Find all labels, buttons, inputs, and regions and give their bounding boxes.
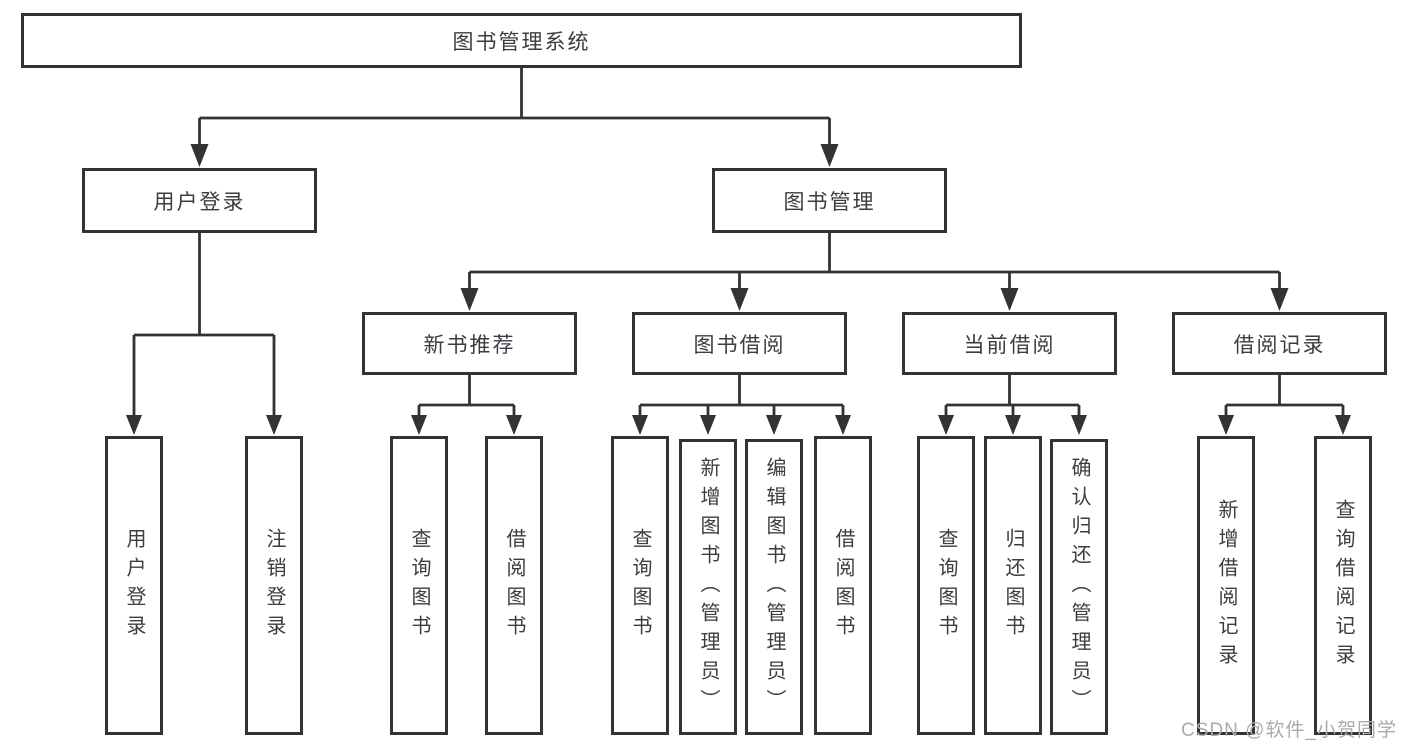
connector-paths [132,68,1345,422]
leaf-edit-books-admin-label: 编辑图书（管理员） [763,456,785,718]
leaf-user-login-label: 用户登录 [123,527,145,644]
node-root: 图书管理系统 [21,13,1022,68]
arrow-icon [266,415,282,435]
leaf-query-books-borrow: 查询图书 [611,436,669,735]
arrow-icon [190,144,209,167]
arrow-icon [411,415,427,435]
arrow-icon [1335,415,1351,435]
arrow-icon [506,415,522,435]
node-book-borrow-label: 图书借阅 [693,333,786,357]
node-root-label: 图书管理系统 [452,30,591,54]
node-user-login: 用户登录 [82,168,317,233]
arrow-icon [1270,288,1289,311]
arrowheads [126,144,1351,435]
leaf-query-books-recommend-label: 查询图书 [408,527,430,644]
leaf-add-books-admin: 新增图书（管理员） [679,439,737,735]
leaf-borrow-books: 借阅图书 [814,436,872,735]
arrow-icon [820,144,839,167]
leaf-logout-login: 注销登录 [245,436,303,735]
arrow-icon [938,415,954,435]
node-book-management: 图书管理 [712,168,947,233]
node-user-login-label: 用户登录 [153,190,246,214]
leaf-borrow-books-label: 借阅图书 [832,527,854,644]
arrow-icon [632,415,648,435]
leaf-return-books: 归还图书 [984,436,1042,735]
leaf-query-borrow-record-label: 查询借阅记录 [1332,498,1354,673]
leaf-borrow-books-recommend-label: 借阅图书 [503,527,525,644]
leaf-confirm-return-admin-label: 确认归还（管理员） [1068,456,1090,718]
node-new-book-recommend-label: 新书推荐 [423,333,516,357]
arrow-icon [730,288,749,311]
csdn-watermark: CSDN @软件_小贺同学 [1181,720,1397,741]
leaf-query-books-borrow-label: 查询图书 [629,527,651,644]
leaf-query-books-recommend: 查询图书 [390,436,448,735]
leaf-edit-books-admin: 编辑图书（管理员） [745,439,803,735]
node-current-borrow: 当前借阅 [902,312,1117,375]
arrow-icon [1218,415,1234,435]
arrow-icon [126,415,142,435]
arrow-icon [700,415,716,435]
arrow-icon [1005,415,1021,435]
leaf-borrow-books-recommend: 借阅图书 [485,436,543,735]
leaf-query-borrow-record: 查询借阅记录 [1314,436,1372,735]
node-book-borrow: 图书借阅 [632,312,847,375]
leaf-return-books-label: 归还图书 [1002,527,1024,644]
arrow-icon [1000,288,1019,311]
arrow-icon [766,415,782,435]
leaf-query-books-current: 查询图书 [917,436,975,735]
node-borrow-records: 借阅记录 [1172,312,1387,375]
arrow-icon [460,288,479,311]
leaf-query-books-current-label: 查询图书 [935,527,957,644]
node-new-book-recommend: 新书推荐 [362,312,577,375]
node-current-borrow-label: 当前借阅 [963,333,1056,357]
arrow-icon [1071,415,1087,435]
leaf-user-login: 用户登录 [105,436,163,735]
node-borrow-records-label: 借阅记录 [1233,333,1326,357]
leaf-add-borrow-record: 新增借阅记录 [1197,436,1255,735]
leaf-add-borrow-record-label: 新增借阅记录 [1215,498,1237,673]
node-book-management-label: 图书管理 [783,190,876,214]
leaf-logout-login-label: 注销登录 [263,527,285,644]
leaf-add-books-admin-label: 新增图书（管理员） [697,456,719,718]
leaf-confirm-return-admin: 确认归还（管理员） [1050,439,1108,735]
arrow-icon [835,415,851,435]
